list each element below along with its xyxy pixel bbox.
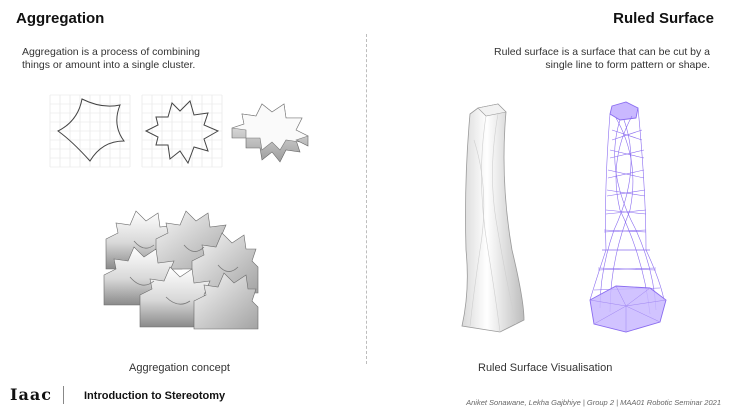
section-divider xyxy=(366,34,367,364)
ruled-surface-tower-solid xyxy=(461,103,525,333)
ruled-surface-caption: Ruled Surface Visualisation xyxy=(478,362,613,374)
iaac-logo: Iaac xyxy=(10,385,52,404)
aggregation-extruded-tile xyxy=(231,103,309,163)
aggregation-cluster-render xyxy=(103,210,259,330)
aggregation-title: Aggregation xyxy=(16,10,105,27)
aggregation-description-line-1: Aggregation is a process of combining xyxy=(22,46,201,58)
presentation-title: Introduction to Stereotomy xyxy=(84,390,226,402)
aggregation-grid-curved-tile xyxy=(49,94,131,168)
ruled-surface-description-line-2: single line to form pattern or shape. xyxy=(545,59,710,71)
footer-credits: Aniket Sonawane, Lekha Gajbhiye | Group … xyxy=(466,398,721,407)
ruled-surface-description-line-1: Ruled surface is a surface that can be c… xyxy=(494,46,710,58)
aggregation-caption: Aggregation concept xyxy=(129,362,230,374)
aggregation-description: Aggregation is a process of combining th… xyxy=(22,46,200,72)
logo-separator xyxy=(63,386,64,404)
ruled-surface-description: Ruled surface is a surface that can be c… xyxy=(494,46,710,72)
ruled-surface-title: Ruled Surface xyxy=(613,10,714,27)
aggregation-description-line-2: things or amount into a single cluster. xyxy=(22,59,196,71)
aggregation-grid-star-tile xyxy=(141,94,223,168)
ruled-surface-tower-wireframe xyxy=(589,101,667,333)
